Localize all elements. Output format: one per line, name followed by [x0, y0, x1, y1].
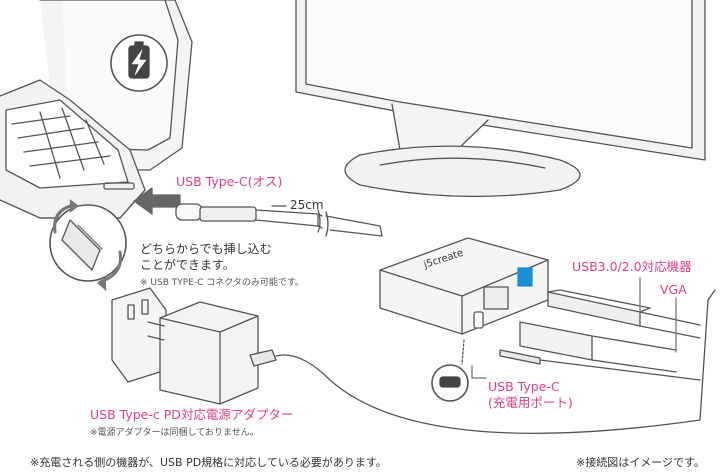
charge-port-zoom [431, 339, 469, 402]
charge-port-label-line1: USB Type-C [488, 379, 560, 394]
usb-vga-cables [499, 289, 701, 381]
charge-port-label-line2: (充電用ポート) [488, 395, 573, 410]
footer-note-left: ※充電される側の機器が、USB PD規格に対応している必要があります。 [30, 456, 387, 469]
reversible-text-line2: ことができます。 [140, 258, 235, 272]
power-adapter [147, 289, 716, 434]
label-lines [271, 205, 677, 379]
footer-note-right: ※接続図はイメージです。 [576, 456, 705, 469]
cable-length-label: 25cm [290, 198, 324, 212]
reversible-note: ※ USB TYPE-C コネクタのみ可能です。 [140, 278, 304, 288]
connector-detail [49, 199, 127, 291]
vga-label: VGA [660, 282, 687, 297]
laptop [0, 0, 193, 219]
reversible-text-line1: どちらからでも挿し込む [140, 242, 272, 256]
battery-charging-icon [110, 34, 168, 92]
insert-arrow-icon [133, 187, 181, 215]
cable-type-label: USB Type-C(オス) [176, 174, 283, 189]
usb-devices-label: USB3.0/2.0対応機器 [572, 259, 692, 274]
adapter-note: ※電源アダプターは同梱しておりません。 [90, 428, 259, 438]
adapter-title: USB Type-c PD対応電源アダプター [90, 407, 294, 422]
wall-outlet [111, 287, 167, 383]
monitor [295, 0, 706, 198]
j5-hub: j5create [379, 237, 549, 335]
usb-c-cable [175, 203, 383, 237]
